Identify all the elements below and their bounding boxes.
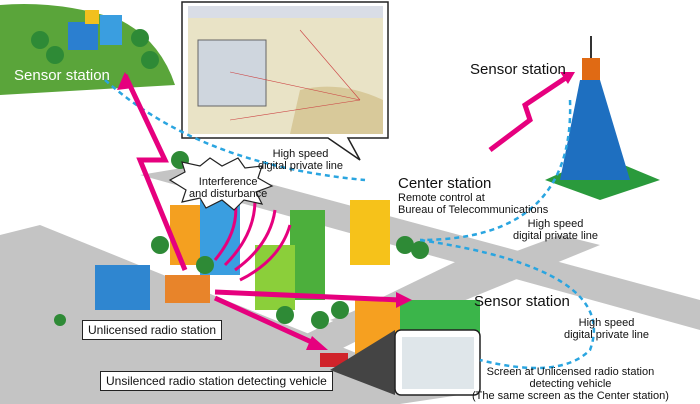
label-sensor-station-tower: Sensor station bbox=[470, 61, 566, 78]
center-title: Center station bbox=[398, 175, 492, 192]
center-sub1: Remote control at bbox=[398, 192, 485, 204]
center-screen-callout bbox=[181, 1, 389, 161]
radio-waves bbox=[213, 199, 292, 282]
city-buildings bbox=[95, 200, 480, 367]
line-top-2: digital private line bbox=[258, 160, 343, 172]
screen-1: Screen at Unlicensed radio station bbox=[486, 366, 655, 378]
screen-2: detecting vehicle bbox=[529, 378, 612, 390]
signal-arrows bbox=[117, 72, 575, 350]
label-detecting-vehicle: Unsilenced radio station detecting vehic… bbox=[100, 371, 333, 391]
line-right-2: digital private line bbox=[513, 230, 598, 242]
label-sensor-station-bottom: Sensor station bbox=[474, 293, 570, 310]
private-lines bbox=[104, 79, 596, 370]
hill-buildings bbox=[31, 10, 159, 69]
screen-3: (The same screen as the Center station) bbox=[472, 390, 669, 402]
interference-1: Interference bbox=[198, 176, 258, 188]
sensor-tower bbox=[545, 36, 660, 200]
center-sub2: Bureau of Telecommunications bbox=[398, 204, 549, 216]
label-vehicle-screen: Screen at Unlicensed radio station detec… bbox=[472, 366, 669, 402]
label-sensor-station-hill: Sensor station bbox=[14, 67, 110, 84]
line-top-1: High speed bbox=[272, 148, 329, 160]
interference-2: and disturbance bbox=[189, 188, 268, 200]
vehicle-screen bbox=[330, 329, 481, 396]
label-unlicensed-radio-station: Unlicensed radio station bbox=[82, 320, 223, 340]
label-interference: Interference and disturbance bbox=[189, 176, 267, 200]
line-bottom-2: digital private line bbox=[564, 329, 649, 341]
label-private-line-bottom: High speed digital private line bbox=[564, 317, 649, 341]
line-right-1: High speed bbox=[527, 218, 584, 230]
label-private-line-top: High speed digital private line bbox=[258, 148, 343, 172]
interference-burst bbox=[168, 157, 274, 211]
line-bottom-1: High speed bbox=[578, 317, 635, 329]
label-private-line-right: High speed digital private line bbox=[513, 218, 598, 242]
trees bbox=[54, 151, 429, 329]
label-center-station: Center station Remote control at Bureau … bbox=[398, 175, 549, 217]
